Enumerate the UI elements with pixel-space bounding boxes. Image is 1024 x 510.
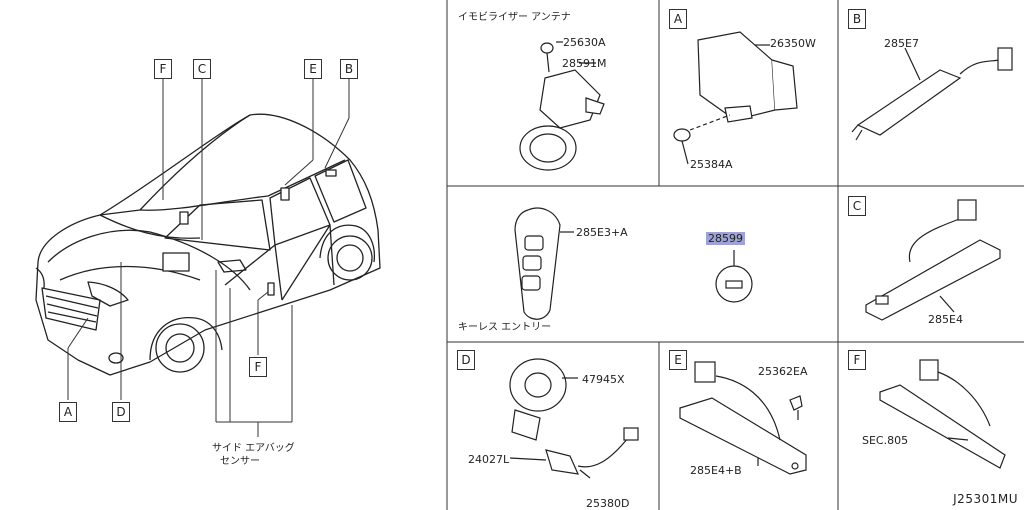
part-285e4-b: 285E4+B — [690, 464, 742, 477]
keyless-kit-drawing — [715, 250, 753, 303]
immobilizer-antenna-drawing — [519, 41, 605, 171]
part-47945x: 47945X — [582, 373, 625, 386]
immobilizer-title: イモビライザー アンテナ — [458, 12, 571, 23]
part-285e3-a: 285E3+A — [576, 226, 628, 239]
panel-a-tag: A — [669, 9, 687, 29]
part-24027l: 24027L — [468, 453, 510, 466]
callout-b: B — [340, 59, 358, 79]
part-25630a: 25630A — [563, 36, 606, 49]
panel-a-drawing — [673, 31, 798, 165]
callout-e: E — [304, 59, 322, 79]
part-28591m: 28591M — [562, 57, 607, 70]
part-285e4: 285E4 — [928, 313, 963, 326]
car-illustration — [35, 113, 381, 376]
callout-f-top: F — [154, 59, 172, 79]
diagram-code: J25301MU — [953, 492, 1018, 506]
part-25362ea: 25362EA — [758, 365, 808, 378]
keyless-title: キーレス エントリー — [458, 322, 552, 333]
part-26350w: 26350W — [770, 37, 816, 50]
callout-f-side: F — [249, 357, 267, 377]
part-25380d: 25380D — [586, 497, 630, 510]
part-28599: 28599 — [706, 232, 745, 245]
part-25384a: 25384A — [690, 158, 733, 171]
panel-b-drawing — [851, 47, 1013, 141]
panel-f-drawing — [879, 359, 1006, 469]
callout-d: D — [112, 402, 130, 422]
panel-b-tag: B — [848, 9, 866, 29]
panel-d-drawing — [509, 358, 639, 479]
side-airbag-caption-2: センサー — [220, 456, 260, 467]
panel-c-tag: C — [848, 196, 866, 216]
panel-d-tag: D — [457, 350, 475, 370]
panel-c-drawing — [865, 199, 1001, 321]
panel-e-drawing — [679, 361, 807, 475]
part-28599-highlight: 28599 — [706, 232, 745, 245]
sec-805: SEC.805 — [862, 434, 909, 447]
callout-a: A — [59, 402, 77, 422]
keyless-fob-drawing — [514, 207, 574, 320]
part-285e7: 285E7 — [884, 37, 919, 50]
callout-c: C — [193, 59, 211, 79]
panel-f-tag: F — [848, 350, 866, 370]
panel-e-tag: E — [669, 350, 687, 370]
side-airbag-caption-1: サイド エアバッグ — [212, 443, 295, 454]
car-leaders — [67, 77, 350, 437]
